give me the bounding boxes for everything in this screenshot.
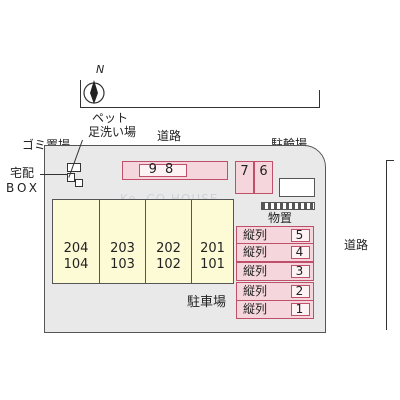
parking-row-num-box bbox=[291, 285, 310, 298]
unit-204-104: 204 104 bbox=[52, 199, 100, 284]
parking-row-number: 1 bbox=[295, 302, 304, 316]
parking-label: 駐車場 bbox=[187, 295, 227, 310]
delivery-box bbox=[67, 173, 75, 182]
parking-row-name: 縦列 bbox=[243, 264, 268, 278]
parking-9-8-inner bbox=[139, 164, 187, 177]
top-road-tick-left bbox=[80, 80, 81, 108]
unit-upper-number: 201 bbox=[200, 241, 225, 256]
delivery-label-line2: BOX bbox=[6, 181, 40, 195]
parking-row-name: 縦列 bbox=[243, 228, 268, 242]
road-top-label: 道路 bbox=[157, 129, 182, 143]
parking-row-num-box bbox=[291, 246, 310, 259]
right-road-line bbox=[386, 160, 387, 330]
compass-label: N bbox=[96, 63, 105, 76]
parking-6: 6 bbox=[254, 161, 273, 194]
parking-7-label: 7 bbox=[240, 164, 249, 179]
parking-row-num-box bbox=[291, 303, 310, 316]
parking-row-number: 2 bbox=[295, 284, 304, 298]
parking-row-number: 3 bbox=[295, 264, 304, 278]
parking-9-8: 9 8 bbox=[122, 161, 228, 180]
parking-row-5: 縦列 5 bbox=[236, 226, 314, 245]
unit-202-102: 202 102 bbox=[145, 199, 192, 284]
pet-label-line1: ペット bbox=[92, 111, 129, 125]
bicycle-parking-area bbox=[279, 178, 315, 197]
parking-row-name: 縦列 bbox=[243, 245, 268, 259]
pet-foot-wash bbox=[75, 179, 83, 187]
unit-lower-number: 104 bbox=[63, 257, 89, 272]
parking-row-1: 縦列 1 bbox=[236, 300, 314, 319]
road-right-label: 道路 bbox=[344, 238, 369, 252]
unit-lower-number: 101 bbox=[200, 257, 225, 272]
unit-201-101: 201 101 bbox=[191, 199, 234, 284]
delivery-label-line1: 宅配 bbox=[10, 166, 35, 180]
parking-row-num-box bbox=[291, 265, 310, 278]
parking-row-number: 5 bbox=[295, 228, 304, 242]
top-road-line bbox=[80, 107, 320, 108]
parking-row-name: 縦列 bbox=[243, 284, 268, 298]
top-road-tick-right bbox=[319, 90, 320, 108]
parking-row-3: 縦列 3 bbox=[236, 262, 314, 281]
parking-row-2: 縦列 2 bbox=[236, 282, 314, 301]
parking-row-4: 縦列 4 bbox=[236, 243, 314, 262]
compass-icon bbox=[83, 80, 105, 104]
parking-row-number: 4 bbox=[295, 245, 304, 259]
unit-203-103: 203 103 bbox=[99, 199, 146, 284]
storage-rack bbox=[261, 202, 315, 210]
right-road-tick bbox=[386, 160, 394, 161]
storage-label: 物置 bbox=[268, 211, 293, 225]
parking-7: 7 bbox=[235, 161, 254, 194]
unit-upper-number: 204 bbox=[63, 241, 89, 256]
pet-label-line2: 足洗い場 bbox=[88, 125, 137, 139]
unit-upper-number: 202 bbox=[156, 241, 181, 256]
parking-9-8-label: 9 8 bbox=[148, 162, 176, 177]
delivery-leader-line bbox=[40, 174, 67, 175]
unit-lower-number: 103 bbox=[110, 257, 135, 272]
unit-lower-number: 102 bbox=[156, 257, 181, 272]
parking-row-name: 縦列 bbox=[243, 302, 268, 316]
parking-6-label: 6 bbox=[259, 164, 268, 179]
parking-row-num-box bbox=[291, 229, 310, 242]
unit-upper-number: 203 bbox=[110, 241, 135, 256]
